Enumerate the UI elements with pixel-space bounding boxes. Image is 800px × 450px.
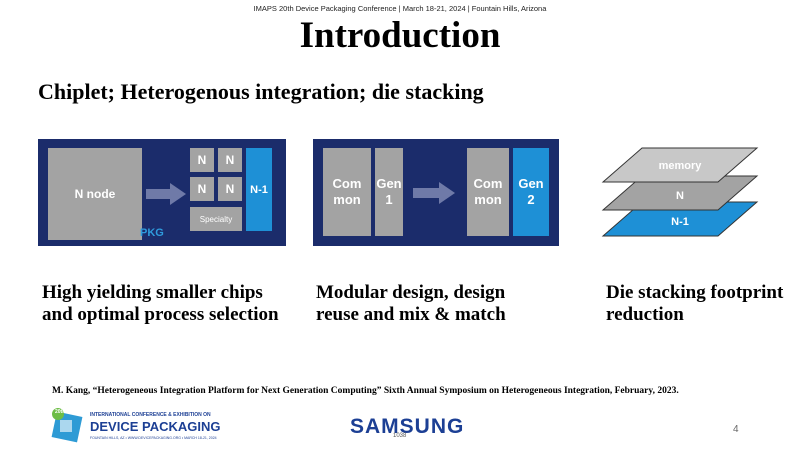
common-chip: Com mon (323, 148, 371, 236)
slide-subtitle: Chiplet; Heterogenous integration; die s… (38, 79, 484, 104)
common-chip: Com mon (467, 148, 509, 236)
die-stacking-diagram: N-1 N memory (601, 147, 759, 237)
logo-emblem-icon (51, 408, 83, 443)
device-packaging-logo: 20th INTERNATIONAL CONFERENCE & EXHIBITI… (50, 406, 221, 446)
n-label: N (676, 190, 684, 202)
logo-small: FOUNTAIN HILLS, AZ • WWW.DEVICEPACKAGING… (90, 436, 217, 440)
n-chip: N (218, 148, 242, 172)
n-minus-1-chip: N-1 (246, 148, 272, 231)
specialty-chip: Specialty (190, 207, 242, 231)
arrow-right-icon (146, 183, 186, 205)
page-number: 4 (733, 424, 739, 435)
page-title: Introduction (299, 15, 501, 56)
logo-line1: INTERNATIONAL CONFERENCE & EXHIBITION ON (90, 412, 211, 418)
n-chip: N (190, 148, 214, 172)
caption-modular: Modular design, design reuse and mix & m… (316, 282, 506, 325)
conference-header: IMAPS 20th Device Packaging Conference |… (253, 4, 547, 13)
modular-design-diagram: Com mon Gen 1 Com mon Gen 2 (313, 139, 559, 246)
chiplet-diagram: N node N N N N Specialty N-1 PKG (38, 139, 286, 246)
logo-badge: 20th (55, 409, 66, 415)
gen1-chip: Gen 1 (375, 148, 403, 236)
caption-stacking: Die stacking footprint reduction (606, 282, 784, 325)
n-chip: N (218, 177, 242, 201)
n-layer (601, 175, 759, 211)
memory-layer (601, 147, 759, 183)
n-node-chip: N node (48, 148, 142, 240)
n-minus-1-label: N-1 (671, 216, 689, 228)
caption-chiplet: High yielding smaller chips and optimal … (42, 282, 279, 325)
reference-citation: M. Kang, “Heterogeneous Integration Plat… (52, 386, 679, 396)
arrow-right-icon (413, 182, 455, 204)
gen2-chip: Gen 2 (513, 148, 549, 236)
n-chip: N (190, 177, 214, 201)
pkg-label: PKG (140, 227, 164, 239)
footer-code: 1038 (393, 433, 407, 439)
samsung-logo: SAMSUNG (350, 415, 465, 438)
logo-main: DEVICE PACKAGING (90, 419, 221, 434)
memory-label: memory (659, 160, 703, 172)
